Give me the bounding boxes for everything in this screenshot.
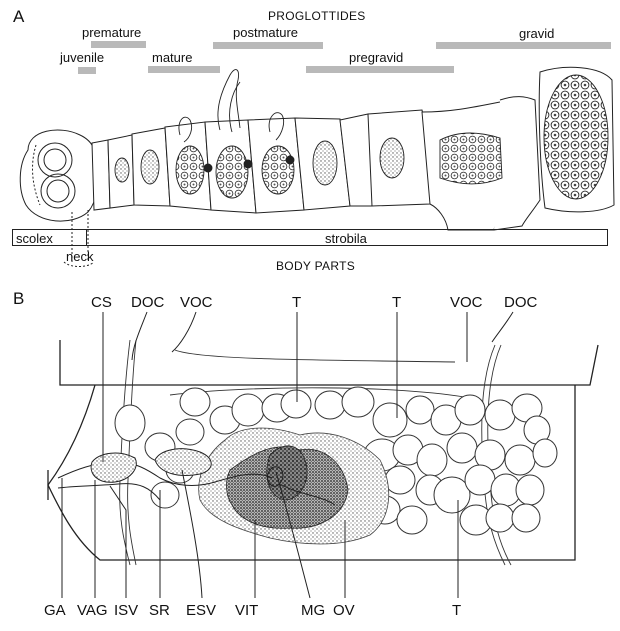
label-t-2: T	[392, 295, 401, 310]
label-mg: MG	[301, 603, 325, 618]
label-doc-left: DOC	[131, 295, 164, 310]
label-vag: VAG	[77, 603, 108, 618]
label-cs: CS	[91, 295, 112, 310]
label-t-1: T	[292, 295, 301, 310]
label-t-3: T	[452, 603, 461, 618]
label-ov: OV	[333, 603, 355, 618]
label-ga: GA	[44, 603, 66, 618]
label-voc-right: VOC	[450, 295, 483, 310]
label-sr: SR	[149, 603, 170, 618]
label-vit: VIT	[235, 603, 258, 618]
label-esv: ESV	[186, 603, 216, 618]
label-doc-right: DOC	[504, 295, 537, 310]
label-voc-left: VOC	[180, 295, 213, 310]
label-isv: ISV	[114, 603, 138, 618]
